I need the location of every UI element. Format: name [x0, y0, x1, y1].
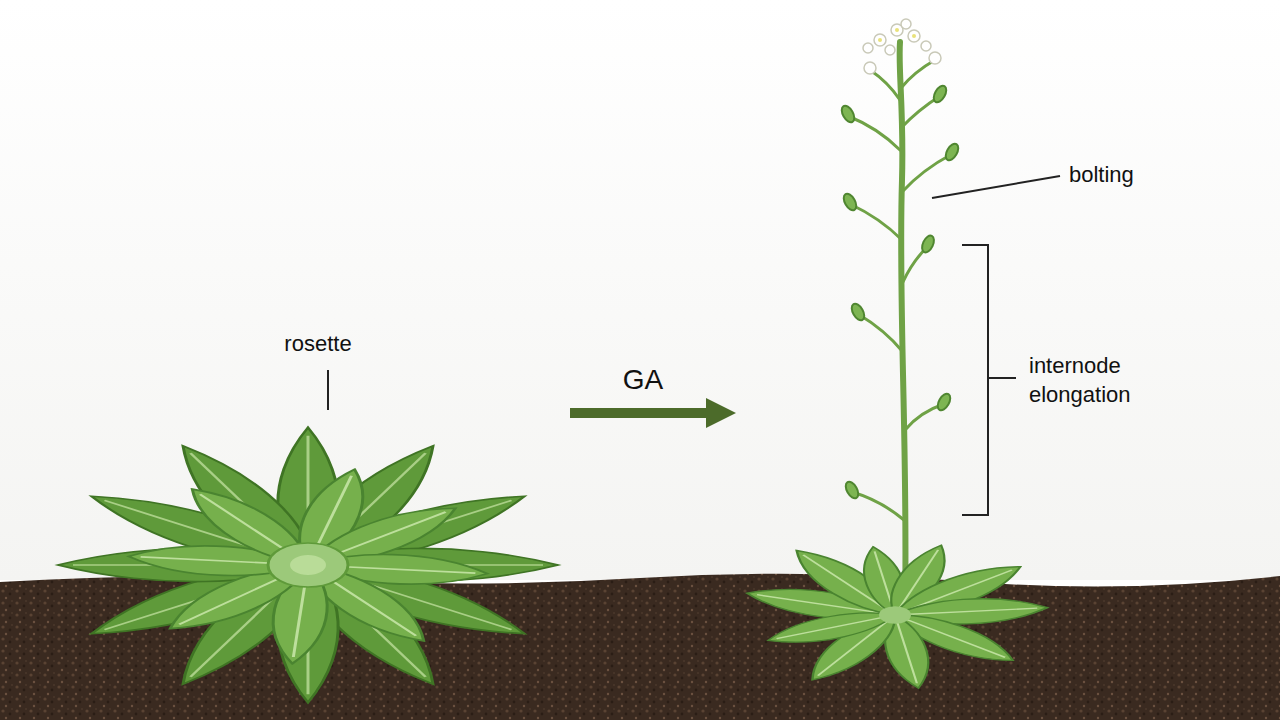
part-label: rosette [284, 330, 351, 359]
bolting-plant [935, 392, 953, 413]
process-arrow [706, 398, 736, 428]
background [0, 0, 1280, 580]
bolting-plant [863, 43, 873, 53]
bolting-plant [839, 84, 961, 501]
bolting-plant [885, 45, 895, 55]
part-label: bolting [1069, 161, 1134, 190]
bolting-plant [902, 154, 952, 192]
bolting-plant [943, 142, 961, 163]
bolting-plant [929, 52, 941, 64]
bolting-plant [741, 19, 1049, 690]
bolting-plant [864, 62, 876, 74]
bolting-plant [931, 84, 949, 105]
part-label: internode elongation [1029, 352, 1161, 409]
process-arrow [570, 398, 736, 428]
bolting-plant [879, 606, 911, 624]
bolting-plant [901, 19, 911, 29]
bolting-plant [901, 60, 935, 88]
bolting-plant [863, 19, 941, 74]
rosette-plant [172, 480, 328, 574]
bolting-plant [870, 70, 900, 100]
bolting-plant [908, 30, 920, 42]
bolting-plant [900, 42, 906, 608]
bracket [962, 245, 1016, 515]
bolting-plant [843, 480, 861, 501]
bolting-plant [741, 542, 1049, 691]
rosette-plant [290, 555, 326, 575]
bolting-plant [878, 38, 882, 42]
bolting-plant [878, 28, 916, 42]
hormone-label: GA [623, 362, 663, 398]
bolting-plant [921, 41, 931, 51]
rosette-plant [58, 428, 558, 703]
leader-line [327, 370, 329, 410]
bolting-plant [841, 192, 859, 213]
bolting-plant [850, 204, 902, 240]
bolting-plant [912, 34, 916, 38]
rosette-plant [268, 543, 348, 587]
bolting-plant [839, 104, 857, 125]
bolting-plant [920, 234, 937, 255]
bolting-plant [858, 314, 903, 352]
bolting-plant [849, 302, 867, 323]
leader-line [932, 176, 1060, 198]
bolting-plant [874, 34, 886, 46]
bolting-plant [848, 116, 900, 150]
bolting-plant [895, 28, 899, 32]
bolting-plant [852, 492, 904, 520]
process-arrow [570, 408, 710, 418]
rosette-plant [58, 428, 558, 703]
